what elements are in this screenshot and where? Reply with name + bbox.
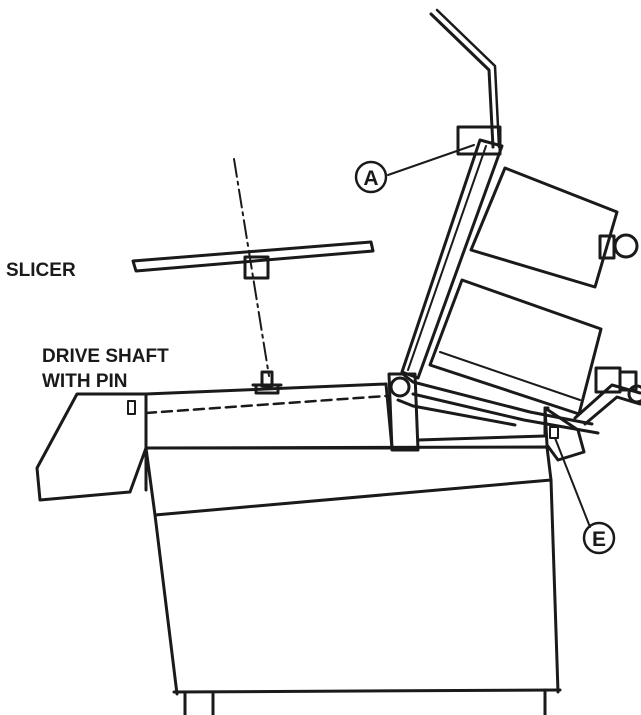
slicer-label: SLICER: [6, 260, 76, 281]
callout-a-letter: A: [363, 167, 378, 190]
callout-e-letter: E: [592, 528, 606, 551]
callout-a: A: [354, 160, 388, 194]
feed-chute: [35, 392, 148, 502]
drive-shaft-label-line2: WITH PIN: [42, 371, 128, 392]
drive-shaft-label-line1: DRIVE SHAFT: [42, 346, 169, 367]
lid-latch-bracket: [456, 125, 502, 156]
leader-line-e: [554, 437, 591, 528]
center-axis-line: [233, 158, 270, 377]
upper-knob: [598, 233, 639, 260]
lid-handle-rod: [429, 8, 501, 149]
base-body: [153, 478, 562, 715]
side-clamp-assembly: [573, 366, 641, 426]
leader-line-a: [387, 144, 475, 176]
housing-top-deck: [144, 382, 388, 415]
hinge-block: [387, 372, 420, 452]
callout-e: E: [582, 521, 616, 555]
hinged-lid-frame: [400, 138, 504, 380]
slicer-disc: [131, 240, 375, 280]
upper-hopper-box: [469, 166, 619, 289]
housing-collar: [144, 445, 553, 517]
blade-plate-dashed-line: [144, 394, 388, 415]
